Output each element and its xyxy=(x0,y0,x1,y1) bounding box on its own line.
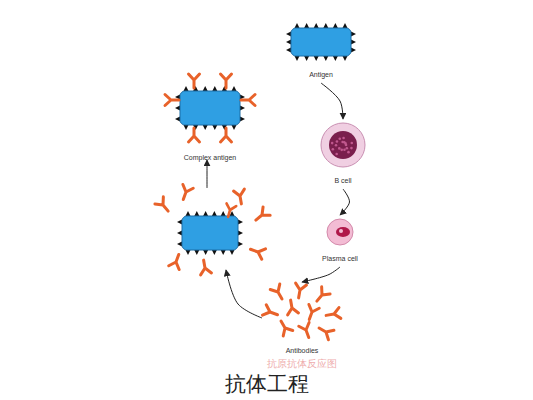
node-label: Plasma cell xyxy=(321,255,359,263)
node-label: Antigen xyxy=(308,71,334,79)
antibody xyxy=(221,128,232,142)
antigen-particle xyxy=(286,23,356,61)
b-cell xyxy=(321,123,365,167)
antibody xyxy=(276,318,293,336)
complex-node: Complex antigen xyxy=(160,70,260,164)
antibody xyxy=(189,128,200,142)
antibody xyxy=(293,283,306,299)
plasma-cell xyxy=(327,219,353,245)
antibody xyxy=(285,299,298,315)
antigen-particle xyxy=(177,211,243,255)
antibody xyxy=(189,74,200,88)
antibody xyxy=(155,197,172,215)
node-label: Antibodies xyxy=(285,347,320,355)
antibody-cluster xyxy=(262,283,340,340)
flow-arrow xyxy=(321,83,343,119)
antibody xyxy=(252,207,270,224)
antibody xyxy=(313,287,330,305)
antibody xyxy=(234,189,247,205)
antigen-particle xyxy=(175,86,245,130)
flow-arrow xyxy=(207,160,208,188)
caption: 抗体工程 xyxy=(0,370,533,398)
antibody xyxy=(249,244,266,259)
complex-antigen xyxy=(165,74,255,142)
antibody xyxy=(299,322,314,339)
antibody xyxy=(165,95,179,106)
antigen-node: Antigen xyxy=(285,25,357,81)
cell-node: Plasma cell xyxy=(305,216,375,265)
binding-antigen xyxy=(155,184,270,274)
cell-node: B cell xyxy=(315,120,371,187)
antibody xyxy=(241,95,255,106)
antibody xyxy=(178,184,193,201)
antibody xyxy=(223,204,236,219)
antibody xyxy=(316,323,334,340)
antibody xyxy=(270,284,287,302)
flow-arrow xyxy=(340,189,350,215)
node-label: B cell xyxy=(333,177,352,185)
antibody xyxy=(325,308,341,321)
flow-arrow xyxy=(302,267,340,282)
flow-arrow xyxy=(226,270,262,318)
antibody-node: Antibodies xyxy=(258,283,346,357)
node-label: Complex antigen xyxy=(183,154,238,162)
watermark: 抗原抗体反应图 xyxy=(0,357,533,371)
antibody xyxy=(262,305,279,320)
antibody xyxy=(169,253,184,270)
antibody xyxy=(304,304,319,321)
antibody xyxy=(198,259,211,275)
antibody xyxy=(221,74,232,88)
